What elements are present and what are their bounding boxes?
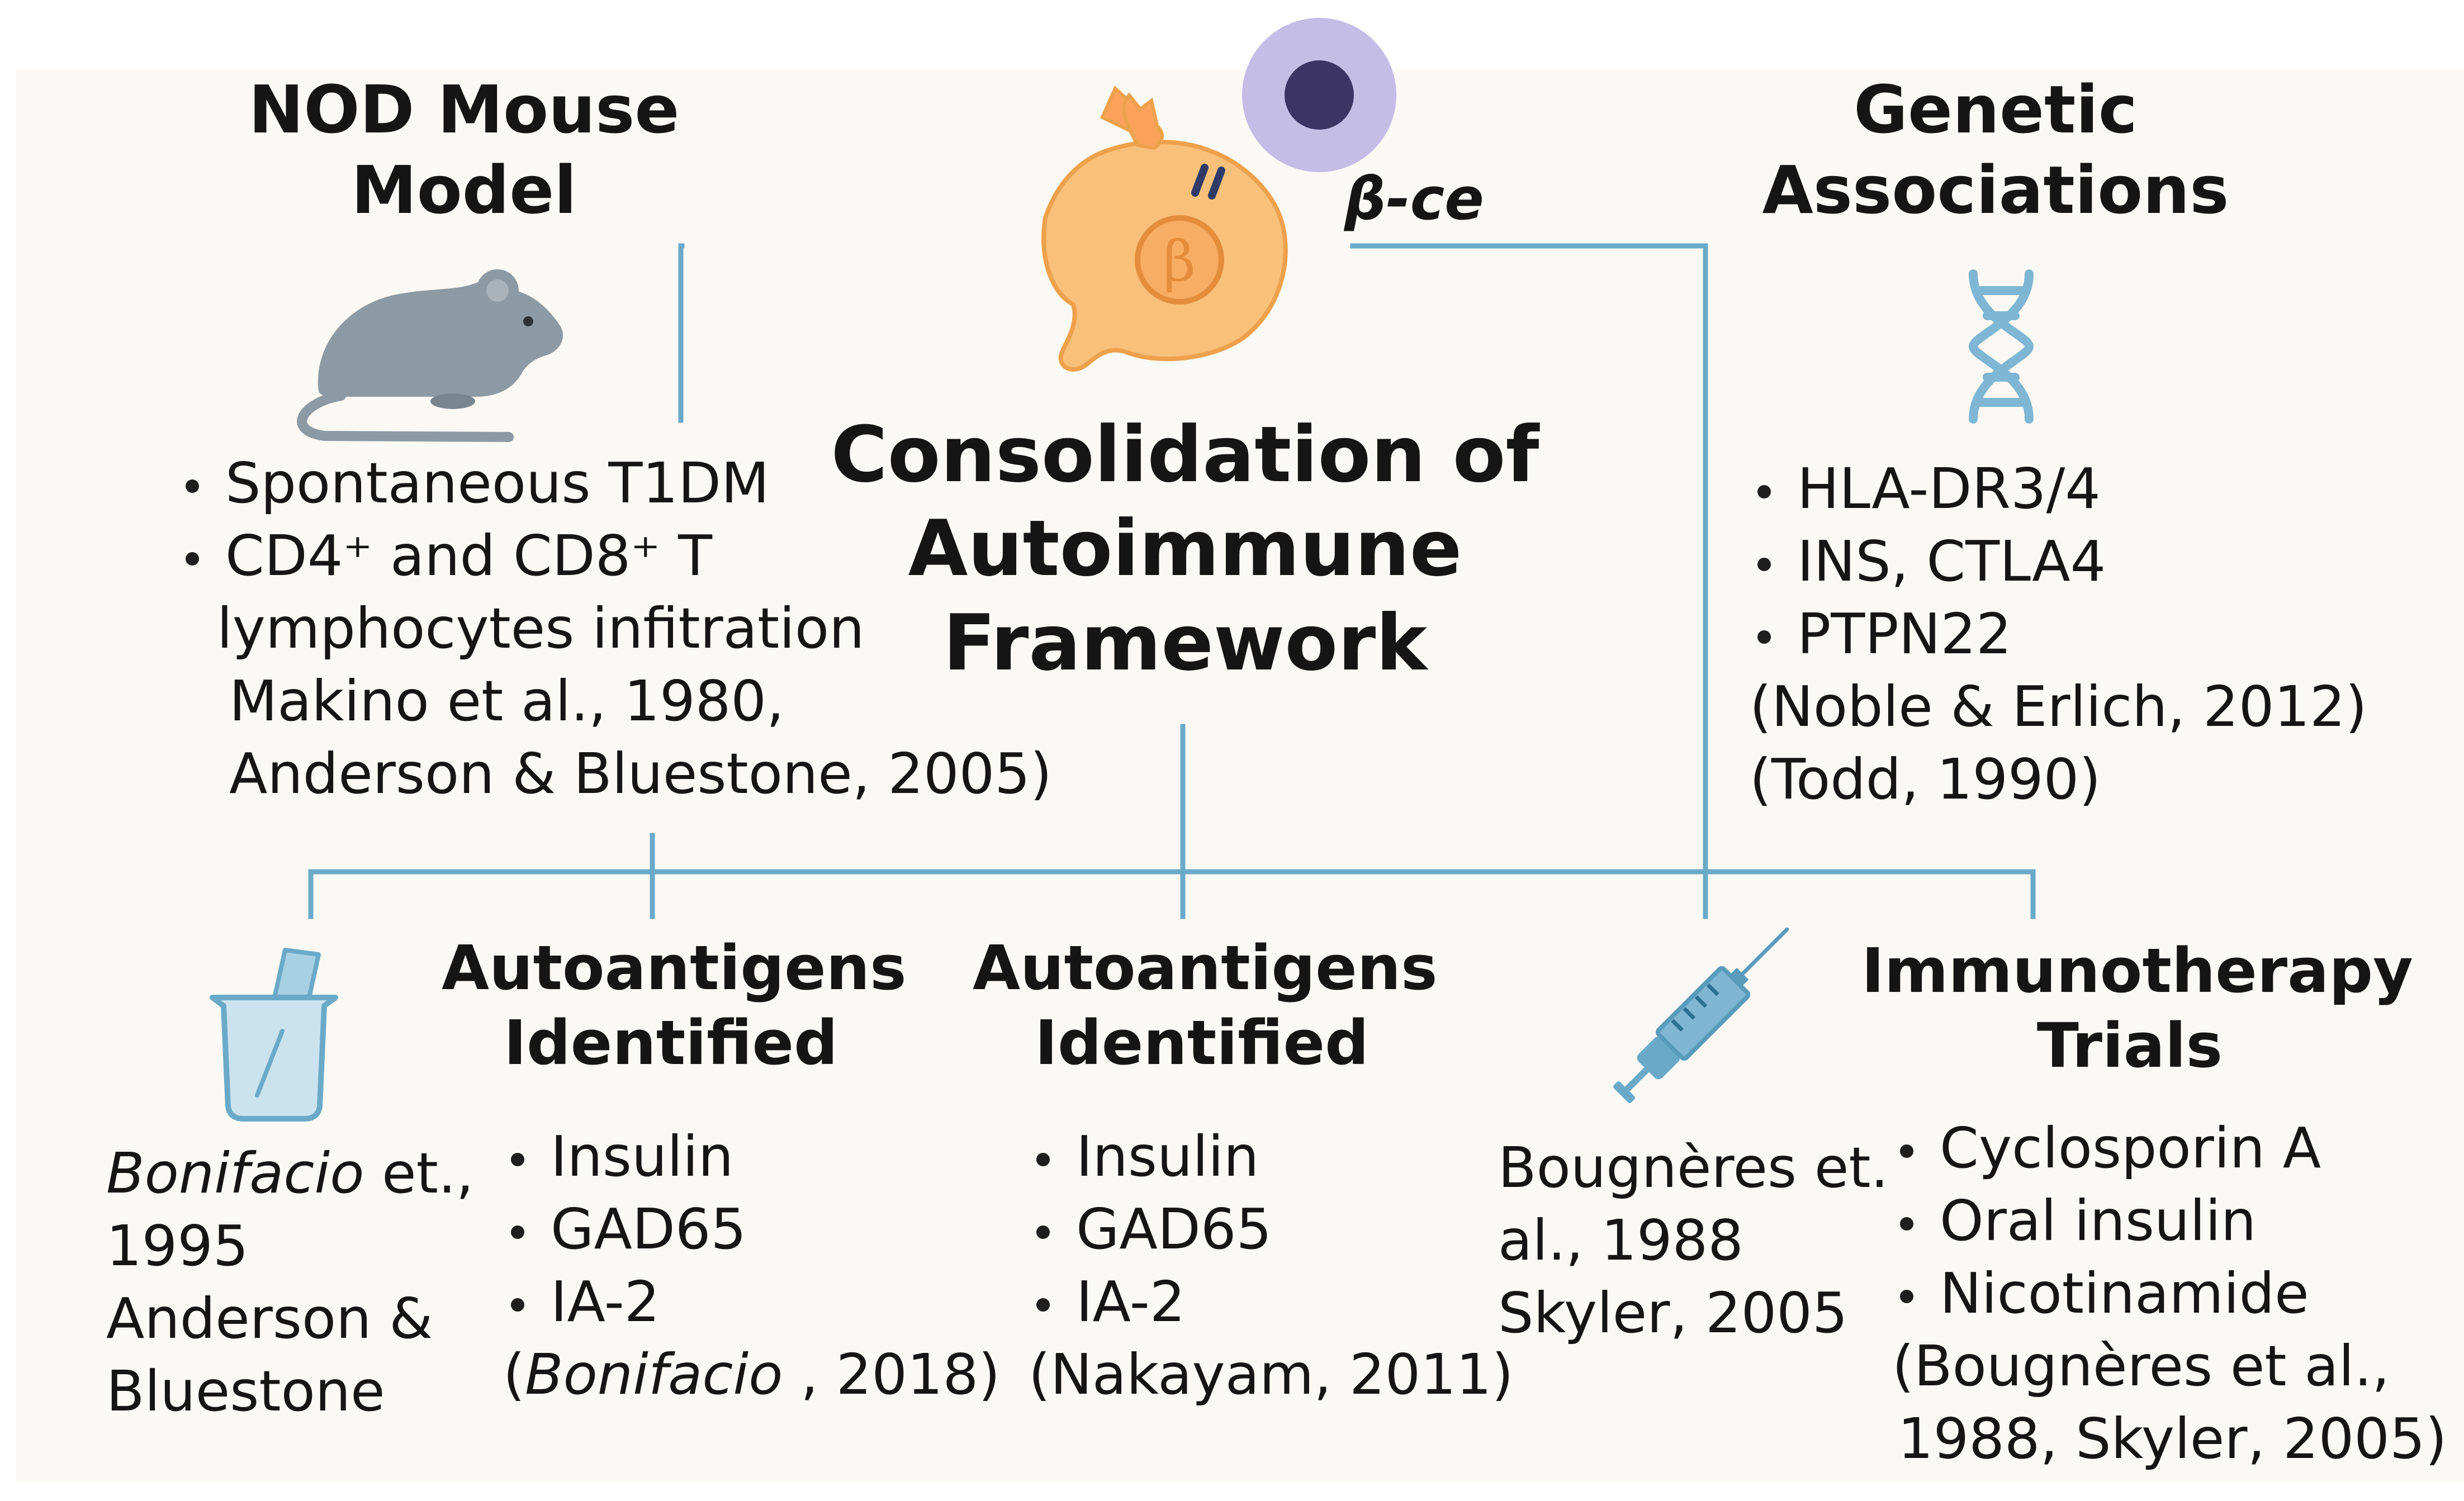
nod-title-line-2: Model <box>351 151 577 229</box>
nod-citation-1: Makino et al., 1980, <box>229 668 784 734</box>
autoantigens-2-title-line-1: Autoantigens <box>973 932 1438 1004</box>
nod-details: Spontaneous T1DM CD4⁺ and CD8⁺ T lymphoc… <box>178 447 1052 810</box>
syringe-citation-line-3: Skyler, 2005 <box>1498 1280 1848 1346</box>
beaker-icon <box>210 948 338 1122</box>
beaker-citation-author: Bonifacio <box>106 1141 364 1206</box>
immunotherapy-list: Cyclosporin A Oral insulin Nicotinamide <box>1892 1112 2447 1330</box>
nod-title: NOD Mouse Model <box>212 70 715 231</box>
genetic-item-2: INS, CTLA4 <box>1750 525 2367 598</box>
immunotherapy-citation-2: 1988, Skyler, 2005) <box>1898 1406 2447 1471</box>
autoantigens-2-item-2: GAD65 <box>1029 1193 1513 1266</box>
autoantigens-1-citation: (Bonifacio , 2018) <box>503 1338 1000 1411</box>
autoantigens-2-citation: (Nakayam, 2011) <box>1029 1342 1514 1407</box>
connector-left-arm <box>678 243 685 423</box>
genetic-item-1: HLA-DR3/4 <box>1750 453 2367 525</box>
autoantigens-2-item-3: IA-2 <box>1029 1266 1513 1338</box>
beta-cell-icon: β <box>1041 85 1288 372</box>
t-cell-icon <box>1242 18 1396 172</box>
autoantigens-1-title-line-2: Identified <box>504 1007 838 1079</box>
genetic-citation-2: (Todd, 1990) <box>1750 747 2101 812</box>
beaker-citation-line-2: 1995 <box>106 1213 249 1279</box>
immunotherapy-item-3: Nicotinamide <box>1892 1257 2447 1330</box>
syringe-citation: Bougnères et. al., 1988 Skyler, 2005 <box>1498 1132 1888 1350</box>
autoantigens-2-list: Insulin GAD65 IA-2 <box>1029 1120 1513 1338</box>
autoantigens-1-item-2: GAD65 <box>503 1193 1000 1266</box>
immunotherapy-title: Immunotherapy Trials <box>1861 933 2413 1083</box>
immunotherapy-item-1: Cyclosporin A <box>1892 1112 2447 1185</box>
autoantigens-1-citation-author: Bonifacio <box>525 1342 783 1407</box>
dna-icon <box>1968 269 2034 424</box>
immunotherapy-citation-1: (Bougnères et al., <box>1892 1333 2390 1399</box>
syringe-citation-line-2: al., 1988 <box>1498 1208 1743 1273</box>
immunotherapy-details: Cyclosporin A Oral insulin Nicotinamide … <box>1892 1112 2447 1475</box>
autoantigens-2-item-1: Insulin <box>1029 1120 1513 1193</box>
center-title-line-2: Autoimmune <box>908 504 1462 594</box>
genetic-item-3: PTPN22 <box>1750 598 2367 671</box>
mouse-icon <box>297 269 563 442</box>
autoantigens-1-item-1: Insulin <box>503 1120 1000 1193</box>
autoantigens-1-citation-rest: , 2018) <box>783 1342 1001 1407</box>
autoantigens-1-details: Insulin GAD65 IA-2 (Bonifacio , 2018) <box>503 1120 1000 1411</box>
nod-citation-2: Anderson & Bluestone, 2005) <box>229 741 1052 806</box>
genetic-details: HLA-DR3/4 INS, CTLA4 PTPN22 (Noble & Erl… <box>1750 453 2367 816</box>
nod-continuation: lymphocytes infitration <box>217 596 865 661</box>
autoantigens-2-title: Autoantigens Identified <box>973 930 1438 1080</box>
autoantigens-2-details: Insulin GAD65 IA-2 (Nakayam, 2011) <box>1029 1120 1513 1411</box>
beaker-citation-suffix: et., <box>364 1141 474 1206</box>
immunotherapy-title-line-2: Trials <box>2036 1010 2223 1082</box>
beaker-citation: Bonifacio et., 1995 Anderson & Bluestone <box>106 1137 473 1428</box>
genetic-citation-1: (Noble & Erlich, 2012) <box>1750 674 2367 739</box>
autoantigens-1-item-3: IA-2 <box>503 1266 1000 1338</box>
immunotherapy-title-line-1: Immunotherapy <box>1861 935 2413 1006</box>
center-title-line-1: Consolidation of <box>831 410 1539 500</box>
nod-title-line-1: NOD Mouse <box>248 71 680 148</box>
syringe-citation-line-1: Bougnères et. <box>1498 1135 1889 1200</box>
autoantigens-1-list: Insulin GAD65 IA-2 <box>503 1120 1000 1338</box>
nod-item-1: Spontaneous T1DM <box>178 447 1052 520</box>
nod-item-2: CD4⁺ and CD8⁺ T <box>178 520 1052 592</box>
beaker-citation-line-3: Anderson & <box>106 1286 433 1351</box>
autoantigens-1-title-line-1: Autoantigens <box>442 932 907 1004</box>
autoantigens-1-title: Autoantigens Identified <box>442 930 907 1080</box>
genetic-list: HLA-DR3/4 INS, CTLA4 PTPN22 <box>1750 453 2367 671</box>
autoantigens-1-citation-open: ( <box>503 1342 525 1407</box>
center-title: Consolidation of Autoimmune Framework <box>827 408 1543 690</box>
beta-symbol: β <box>1163 229 1196 294</box>
immunotherapy-item-2: Oral insulin <box>1892 1185 2447 1257</box>
syringe-icon <box>1613 928 1789 1104</box>
beta-cell-label: β-ce <box>1344 165 1484 233</box>
genetic-title: Genetic Associations <box>1744 70 2247 231</box>
genetic-title-line-2: Associations <box>1762 151 2229 229</box>
genetic-title-line-1: Genetic <box>1854 71 2138 148</box>
nod-list: Spontaneous T1DM CD4⁺ and CD8⁺ T <box>178 447 1052 592</box>
beaker-citation-line-1: Bonifacio et., <box>106 1137 473 1210</box>
center-title-line-3: Framework <box>942 597 1428 688</box>
connector-right-arm <box>1350 243 1708 919</box>
beaker-citation-line-4: Bluestone <box>106 1358 385 1424</box>
autoantigens-2-title-line-2: Identified <box>1035 1007 1369 1079</box>
